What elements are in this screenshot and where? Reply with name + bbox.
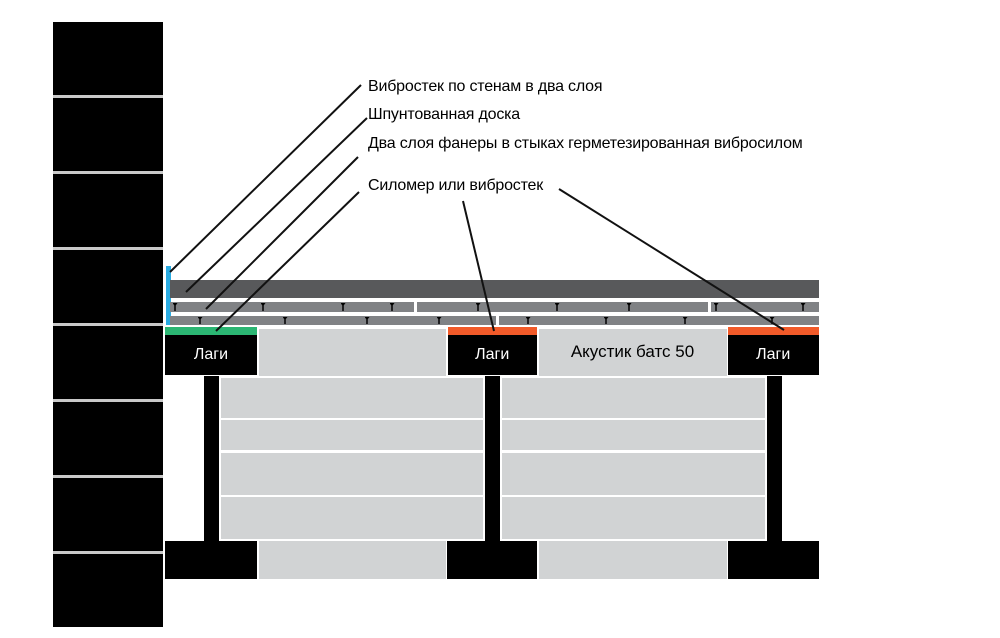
- nail-icon: [197, 317, 203, 324]
- plywood-joint: [496, 316, 499, 325]
- nail-icon: [364, 317, 370, 324]
- nail-icon: [436, 317, 442, 324]
- green-resilient-pad: [165, 327, 257, 335]
- plywood-layer-1: [170, 302, 819, 312]
- insulation-acoustic-batts: Акустик батс 50: [538, 328, 727, 376]
- nail-icon: [800, 303, 806, 311]
- joist-box: Лаги: [165, 335, 257, 375]
- plywood-joint: [708, 302, 711, 312]
- bottom-fill: [538, 540, 727, 579]
- slab-row: [221, 452, 483, 495]
- insulation-label: Акустик батс 50: [570, 342, 695, 362]
- wall-brick: [53, 22, 163, 95]
- wall-brick: [53, 174, 163, 247]
- tongue-groove-board-layer: [170, 280, 819, 298]
- wall-brick: [53, 554, 163, 627]
- joist-box: Лаги: [728, 335, 819, 375]
- slab-row: [502, 377, 765, 418]
- insulation-fill: [258, 328, 446, 376]
- slab-row: [502, 452, 765, 495]
- wall-brick: [53, 98, 163, 171]
- nail-icon: [525, 317, 531, 324]
- leader-line: [169, 84, 362, 273]
- slab-row: [502, 497, 765, 539]
- joist-label: Лаги: [475, 346, 510, 363]
- annotation-plywood-layers: Два слоя фанеры в стыках герметезированн…: [368, 135, 803, 152]
- slab-row: [221, 420, 483, 450]
- nail-icon: [554, 303, 560, 311]
- plywood-joint: [414, 302, 417, 312]
- wall-brick: [53, 250, 163, 323]
- annotation-vibrostek-walls: Вибростек по стенам в два слоя: [368, 78, 603, 95]
- bottom-fill: [258, 540, 446, 579]
- bottom-joist-box: [447, 540, 537, 579]
- joist-box: Лаги: [447, 335, 537, 375]
- wall-brick: [53, 326, 163, 399]
- joist-post: [767, 375, 782, 541]
- slab-row: [502, 420, 765, 450]
- wall-brick: [53, 402, 163, 475]
- nail-icon: [389, 303, 395, 311]
- slab-row: [221, 497, 483, 539]
- bottom-joist-box: [728, 540, 819, 579]
- joist-label: Лаги: [193, 346, 229, 363]
- joist-post: [485, 375, 500, 541]
- vibrostek-strip: [165, 266, 171, 325]
- brick-wall: [53, 22, 163, 627]
- orange-resilient-pad: [728, 327, 819, 335]
- annotation-tongue-board: Шпунтованная доска: [368, 106, 520, 123]
- nail-icon: [172, 303, 178, 311]
- joist-label: Лаги: [756, 346, 791, 363]
- wall-brick: [53, 478, 163, 551]
- leader-line: [185, 117, 368, 293]
- bottom-joist-box: [164, 540, 257, 579]
- orange-resilient-pad: [448, 327, 537, 335]
- slab-row: [221, 377, 483, 418]
- joist-post: [204, 375, 219, 541]
- plywood-layer-2: [170, 316, 819, 325]
- annotation-silomer-vibrostek: Силомер или вибростек: [368, 177, 544, 194]
